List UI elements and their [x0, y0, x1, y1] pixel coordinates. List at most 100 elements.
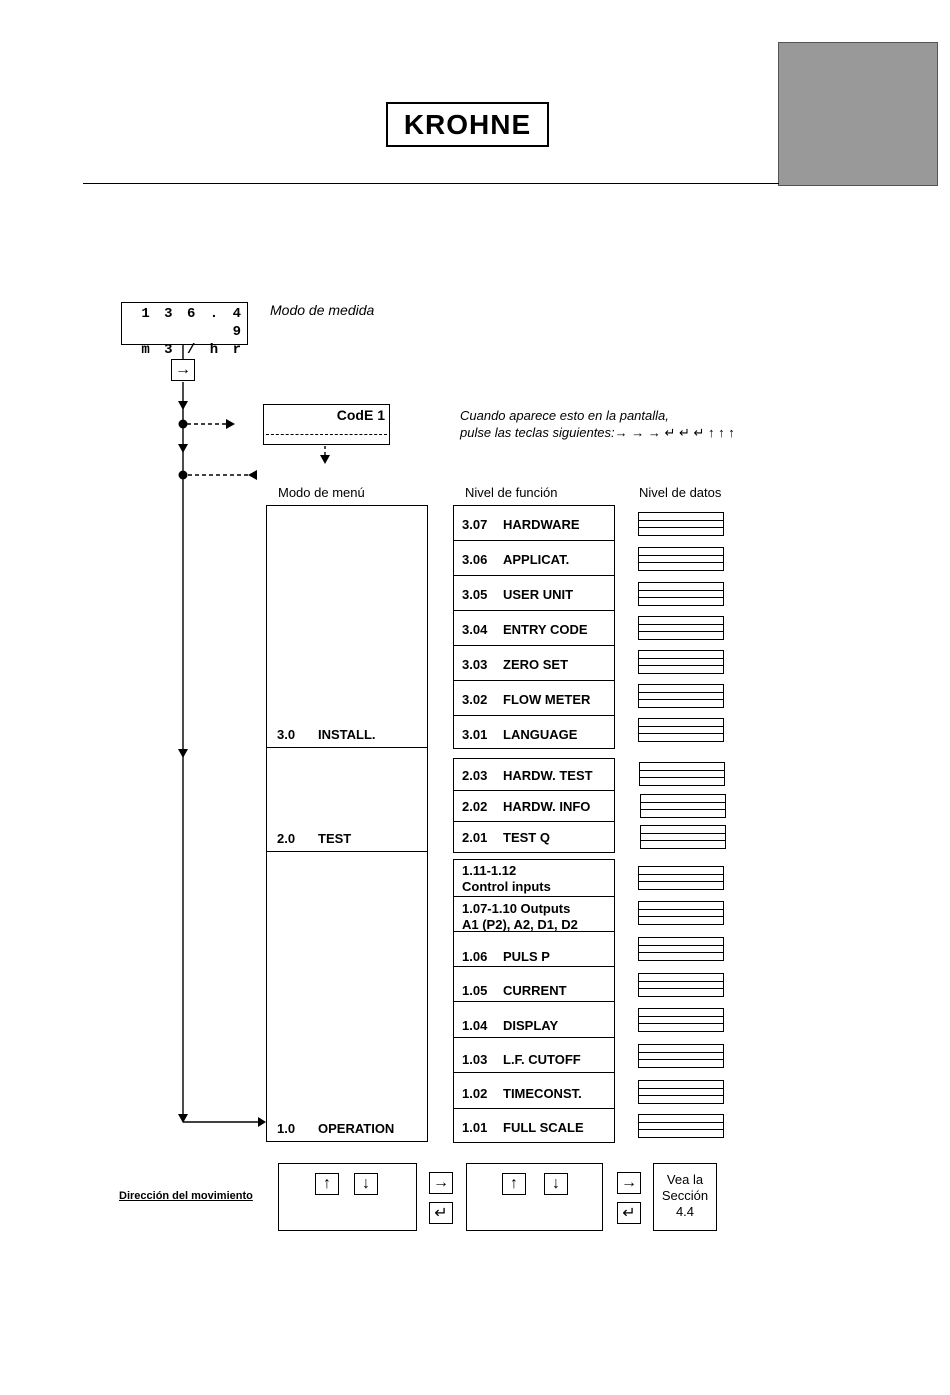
right-arrow-icon: →: [621, 1174, 637, 1191]
function-code: 3.06: [462, 552, 488, 567]
function-code: 1.01: [462, 1120, 488, 1135]
menu-mode-header: Modo de menú: [278, 485, 365, 500]
data-box: [640, 794, 726, 818]
function-2-01[interactable]: 2.01 TEST Q: [453, 821, 615, 853]
menu-test[interactable]: 2.0 TEST: [266, 747, 428, 852]
function-1-02[interactable]: 1.02 TIMECONST.: [453, 1072, 615, 1109]
menu-nav-panel: [278, 1163, 417, 1231]
menu-operation[interactable]: 1.0 OPERATION: [266, 851, 428, 1142]
header-divider: [83, 183, 779, 184]
up-arrow-icon: ↑: [510, 1175, 518, 1192]
menu-enter-key[interactable]: ↵: [429, 1202, 453, 1224]
menu-test-label: TEST: [318, 831, 352, 846]
function-label: FLOW METER: [503, 692, 591, 707]
right-arrow-key[interactable]: →: [171, 359, 195, 381]
function-label: DISPLAY: [503, 1018, 559, 1033]
code-display: CodE 1: [263, 404, 390, 445]
function-code: 1.06: [462, 949, 488, 964]
menu-right-key[interactable]: →: [429, 1172, 453, 1194]
function-label: HARDW. TEST: [503, 768, 593, 783]
function-nav-panel: [466, 1163, 603, 1231]
junction-dot-2: [178, 470, 188, 480]
function-3-02[interactable]: 3.02 FLOW METER: [453, 680, 615, 716]
data-box: [638, 547, 724, 571]
function-code: 1.03: [462, 1052, 488, 1067]
arrow-left-code: [248, 470, 257, 480]
function-label: HARDWARE: [503, 517, 580, 532]
junction-dot-1: [178, 419, 188, 429]
function-down-key[interactable]: ↓: [544, 1173, 568, 1195]
function-up-key[interactable]: ↑: [502, 1173, 526, 1195]
function-code: 1.02: [462, 1086, 488, 1101]
krohne-logo: KROHNE: [386, 102, 549, 147]
arrow-down-2: [178, 444, 188, 453]
data-box: [638, 1080, 724, 1104]
function-label: ENTRY CODE: [503, 622, 588, 637]
function-label: CURRENT: [503, 983, 567, 998]
function-code: 3.03: [462, 657, 488, 672]
enter-icon: ↵: [434, 1205, 448, 1222]
function-1-03[interactable]: 1.03 L.F. CUTOFF: [453, 1037, 615, 1073]
menu-test-code: 2.0: [277, 831, 296, 846]
function-code: 3.07: [462, 517, 488, 532]
function-label: L.F. CUTOFF: [503, 1052, 581, 1067]
code-dashes: [266, 434, 387, 435]
function-3-03[interactable]: 3.03 ZERO SET: [453, 645, 615, 681]
function-level-header: Nivel de función: [465, 485, 558, 500]
see-section-number: 4.4: [675, 1204, 695, 1219]
down-arrow-icon: ↓: [552, 1175, 560, 1192]
data-box: [638, 616, 724, 640]
menu-install-label: INSTALL.: [318, 727, 376, 742]
code-instruction-2: pulse las teclas siguientes:→ → → ↵ ↵ ↵ …: [460, 425, 735, 440]
function-right-key[interactable]: →: [617, 1172, 641, 1194]
menu-operation-code: 1.0: [277, 1121, 296, 1136]
function-1-07-1-10[interactable]: 1.07-1.10 Outputs A1 (P2), A2, D1, D2: [453, 896, 615, 932]
arrow-right-code: [226, 419, 235, 429]
arrow-right-operation: [258, 1117, 266, 1127]
function-1-11-1-12[interactable]: 1.11-1.12 Control inputs: [453, 859, 615, 897]
function-label: LANGUAGE: [503, 727, 578, 742]
code-display-text: CodE 1: [336, 407, 385, 423]
outputs-code: 1.07-1.10 Outputs: [462, 901, 571, 916]
data-box: [638, 937, 724, 961]
function-1-01[interactable]: 1.01 FULL SCALE: [453, 1108, 615, 1143]
data-box: [639, 762, 725, 786]
data-box: [638, 1008, 724, 1032]
right-arrow-icon: →: [433, 1174, 449, 1191]
menu-down-key[interactable]: ↓: [354, 1173, 378, 1195]
menu-up-key[interactable]: ↑: [315, 1173, 339, 1195]
function-label: TEST Q: [503, 830, 550, 845]
arrow-down-4: [178, 1114, 188, 1123]
right-arrow-icon: →: [175, 361, 191, 378]
down-arrow-icon: ↓: [362, 1175, 370, 1192]
outputs-label: A1 (P2), A2, D1, D2: [462, 917, 578, 932]
function-enter-key[interactable]: ↵: [617, 1202, 641, 1224]
function-code: 3.01: [462, 727, 488, 742]
function-3-01[interactable]: 3.01 LANGUAGE: [453, 715, 615, 749]
function-label: TIMECONST.: [503, 1086, 582, 1101]
function-3-07[interactable]: 3.07 HARDWARE: [453, 505, 615, 541]
menu-operation-label: OPERATION: [318, 1121, 395, 1136]
measurement-display: 1 3 6 . 4 9 m 3 / h r: [121, 302, 248, 358]
function-label: FULL SCALE: [503, 1120, 584, 1135]
function-code: 2.02: [462, 799, 488, 814]
display-unit: m 3 / h r: [141, 342, 244, 358]
see-section-box: Vea la Sección 4.4: [653, 1163, 717, 1231]
control-inputs-label: Control inputs: [462, 879, 551, 894]
function-code: 3.02: [462, 692, 488, 707]
data-box: [638, 650, 724, 674]
function-label: ZERO SET: [503, 657, 569, 672]
control-inputs-code: 1.11-1.12: [462, 863, 517, 878]
function-code: 2.01: [462, 830, 488, 845]
data-box: [638, 684, 724, 708]
